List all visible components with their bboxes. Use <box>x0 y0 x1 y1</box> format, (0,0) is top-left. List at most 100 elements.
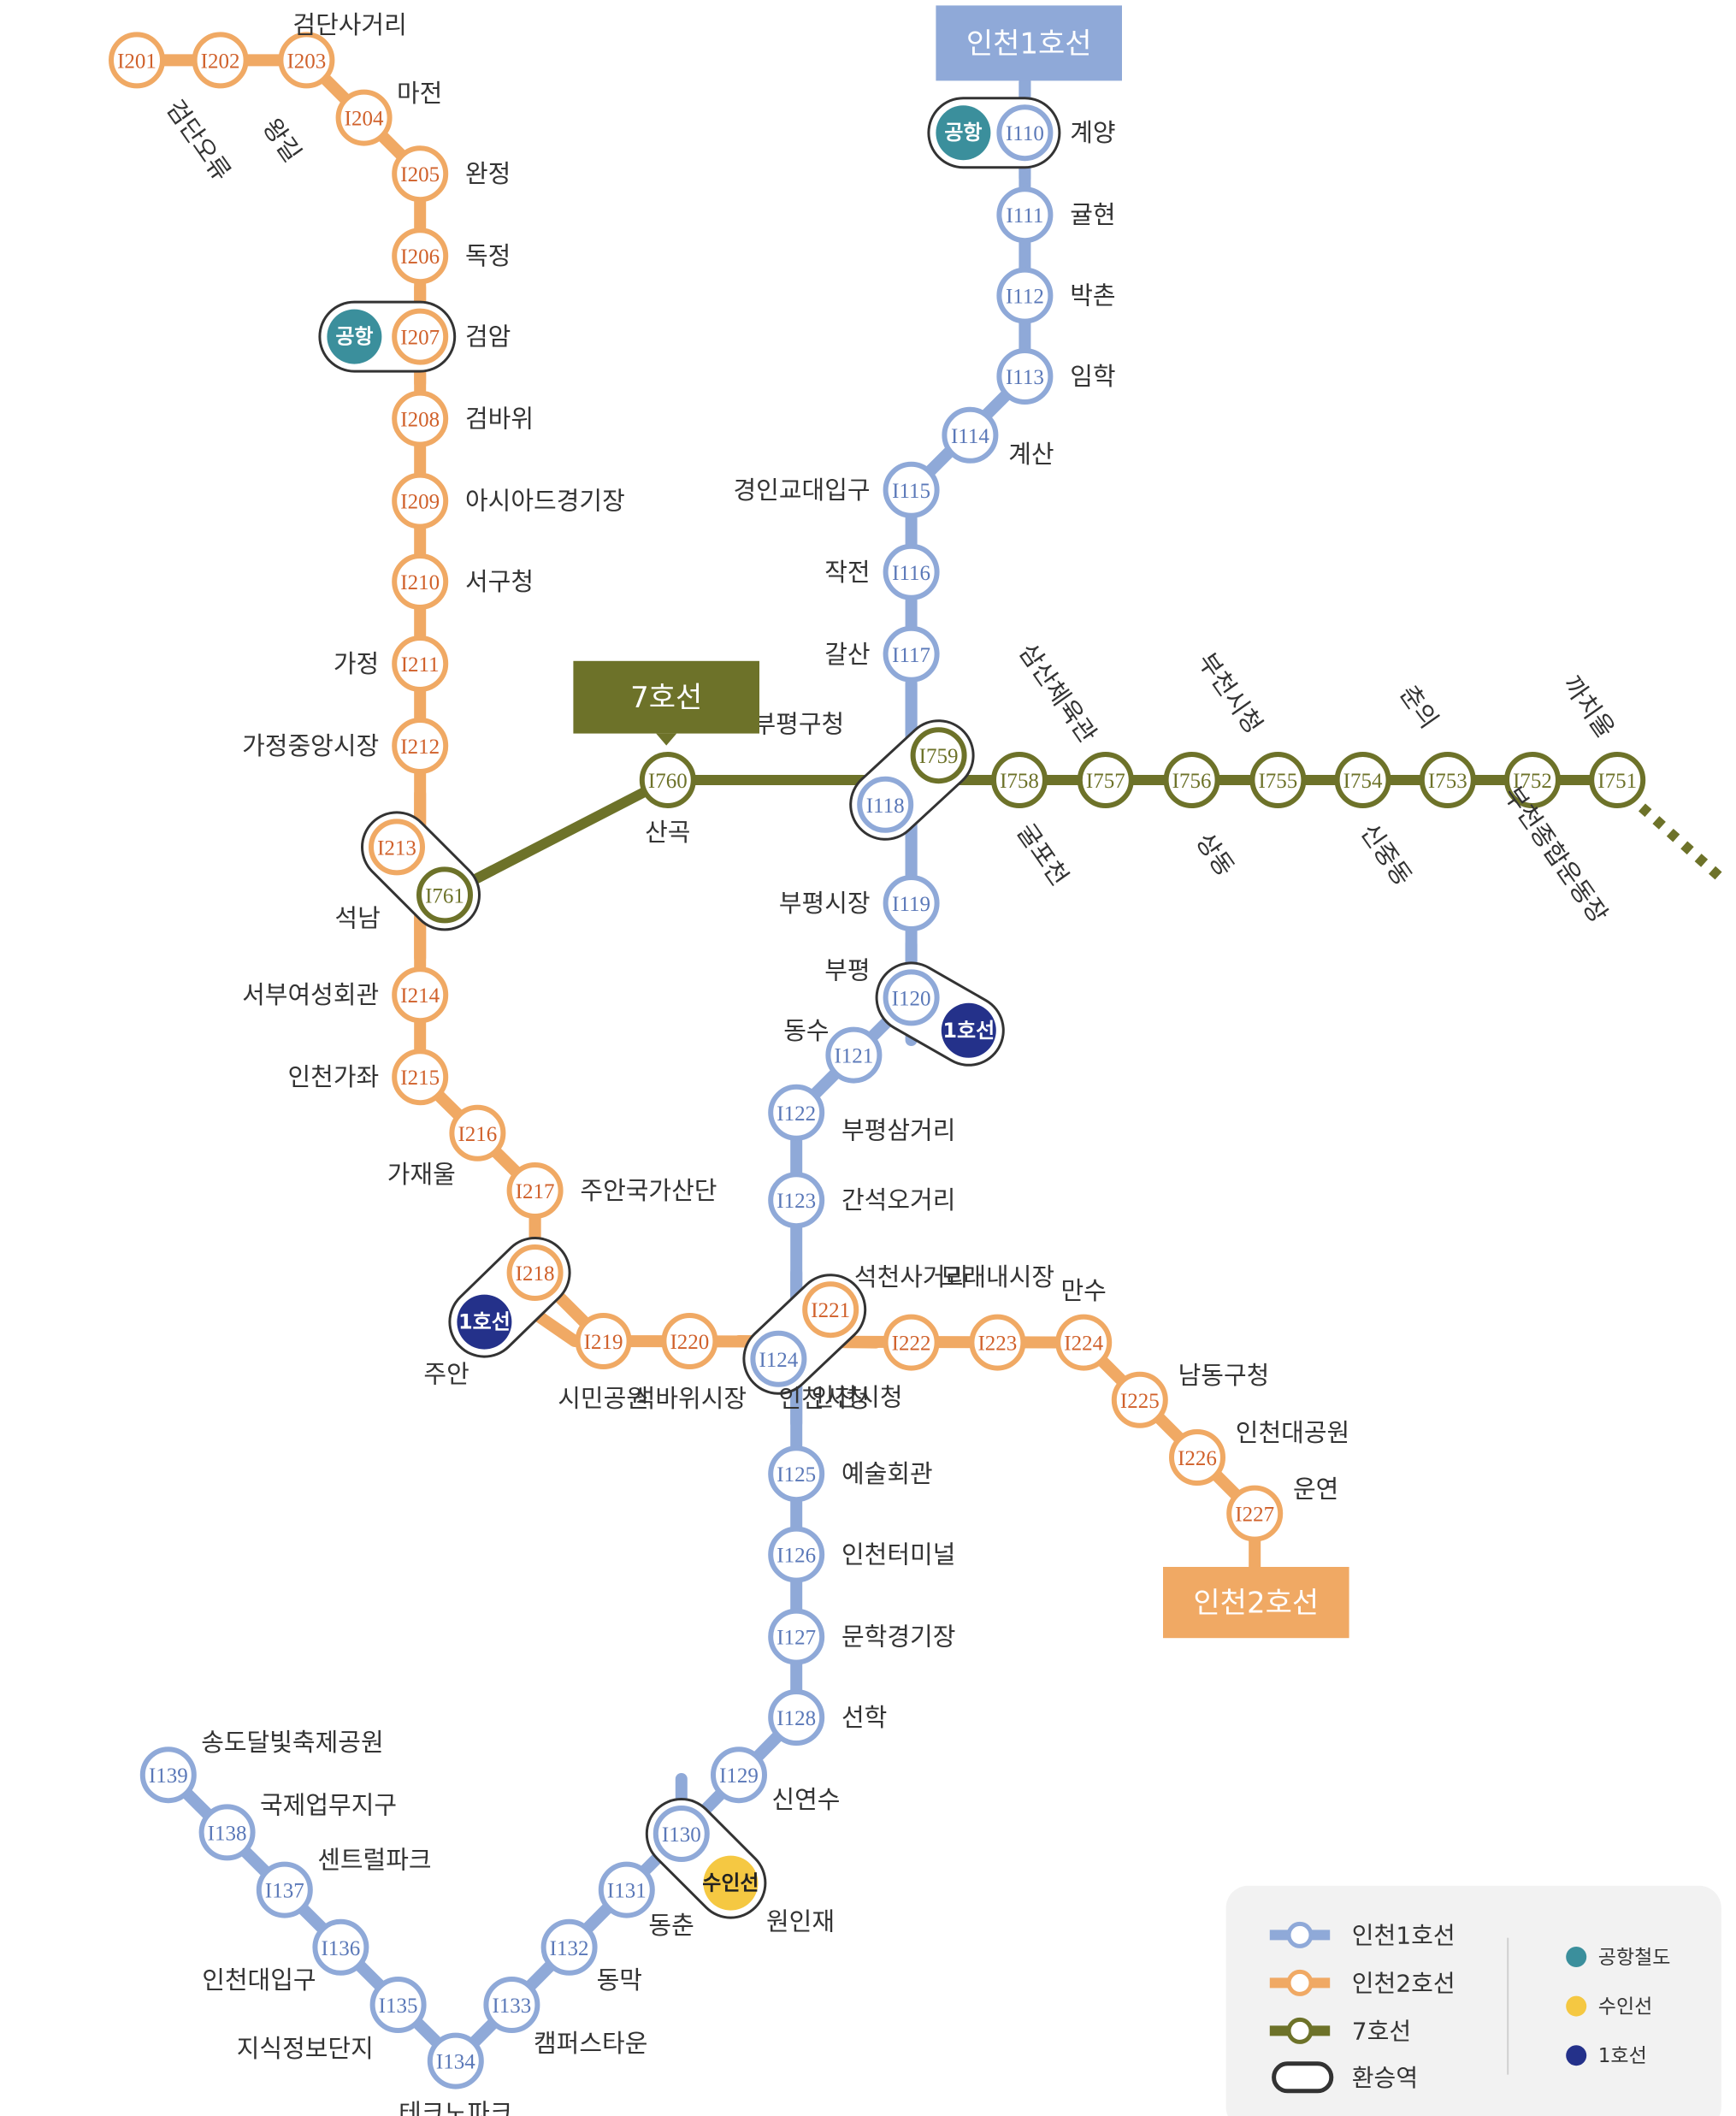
station-marker <box>1334 752 1391 808</box>
station-code: I122 <box>776 1102 816 1126</box>
station-marker <box>1249 752 1307 808</box>
airport-chip-gyeyang[interactable]: 공항 <box>936 105 991 161</box>
legend-korail1: 1호선 <box>1566 2045 1647 2067</box>
station-code: I139 <box>149 1764 188 1788</box>
station-name: 박촌 <box>1070 281 1115 310</box>
korail1-chip-bupyeong[interactable]: 1호선 <box>941 1002 996 1058</box>
suin-chip-woninjae[interactable]: 수인선 <box>702 1855 759 1911</box>
station-marker <box>883 1314 940 1371</box>
station-marker <box>416 866 473 924</box>
station-code: I210 <box>400 571 440 594</box>
airport-chip-geomam[interactable]: 공항 <box>327 309 382 364</box>
station-code: I218 <box>516 1262 555 1286</box>
station-name: 동수 <box>783 1016 829 1045</box>
station-name: 석남 <box>334 904 380 933</box>
station-marker <box>449 1104 506 1161</box>
banner-line7-label: 7호선 <box>630 681 702 715</box>
station-name: 남동구청 <box>1178 1361 1270 1390</box>
station-name: 원인재 <box>766 1906 835 1936</box>
legend-suin: 수인선 <box>1566 1995 1652 2018</box>
korail1-chip-juan[interactable]: 1호선 <box>457 1294 512 1350</box>
station-code: I135 <box>379 1995 418 2018</box>
station-name: 계산 <box>1008 440 1054 469</box>
legend-airport-label: 공항철도 <box>1598 1947 1671 1969</box>
station-name: 석천사거리 <box>854 1262 968 1291</box>
station-marker <box>711 1747 767 1804</box>
station-i759[interactable]: I759 <box>910 727 967 784</box>
station-i761[interactable]: I761 <box>416 866 473 924</box>
station-code: I131 <box>607 1880 647 1903</box>
station-name: 지식정보단지 <box>237 2034 374 2063</box>
station-code: I756 <box>1172 770 1212 793</box>
station-i222[interactable]: I222 석천사거리 <box>854 1262 968 1371</box>
banner-line1: 인천1호선 <box>936 5 1122 81</box>
station-code: I761 <box>425 884 464 907</box>
station-code: I222 <box>892 1333 931 1356</box>
station-name: 인천대공원 <box>1236 1418 1349 1447</box>
station-marker <box>598 1861 655 1918</box>
station-marker <box>109 32 165 89</box>
